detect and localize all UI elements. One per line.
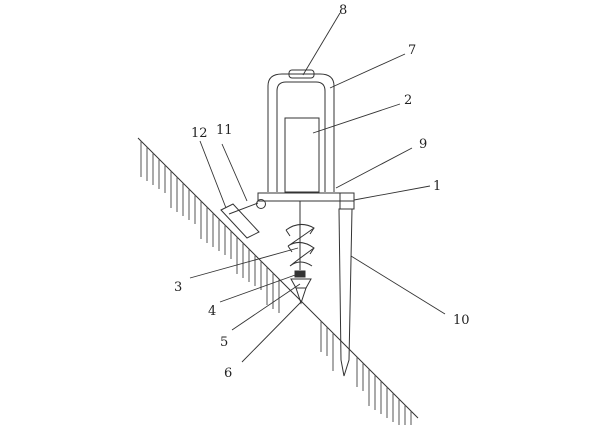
leader-lines xyxy=(189,12,446,363)
leader-10 xyxy=(350,255,446,315)
leader-3 xyxy=(189,247,299,279)
flight-edges xyxy=(285,227,315,255)
support-rod xyxy=(338,208,353,377)
label-10: 10 xyxy=(453,313,470,328)
leader-1 xyxy=(353,185,431,201)
bracket-plate xyxy=(220,203,260,239)
leader-12 xyxy=(199,140,227,209)
connector xyxy=(294,270,306,278)
part-labels: 8 7 2 9 1 11 12 3 4 5 6 10 xyxy=(174,3,470,381)
leader-6 xyxy=(241,301,302,363)
leader-11 xyxy=(221,143,248,202)
label-12: 12 xyxy=(191,126,208,141)
slope-surface-line xyxy=(137,137,419,419)
slope-hatching xyxy=(140,141,412,425)
leader-4 xyxy=(219,273,299,303)
motor-body xyxy=(284,117,320,193)
hinge-bracket xyxy=(220,199,266,239)
tip-point xyxy=(295,287,307,305)
label-1: 1 xyxy=(433,179,441,194)
auger xyxy=(285,201,315,270)
helical-flight xyxy=(285,224,315,267)
label-8: 8 xyxy=(339,3,347,18)
tip-collar xyxy=(290,278,312,289)
handle-frame xyxy=(267,69,335,192)
label-5: 5 xyxy=(220,335,228,350)
label-11: 11 xyxy=(216,123,233,138)
leader-5 xyxy=(231,283,301,331)
hinge-arm xyxy=(228,202,259,215)
leader-7 xyxy=(329,53,406,89)
ground-slope xyxy=(137,137,419,425)
label-4: 4 xyxy=(208,304,216,319)
frame-inner xyxy=(276,81,326,192)
frame-outer xyxy=(267,73,335,192)
label-3: 3 xyxy=(174,280,182,295)
label-9: 9 xyxy=(419,137,427,152)
label-2: 2 xyxy=(404,93,412,108)
label-6: 6 xyxy=(224,366,232,381)
label-7: 7 xyxy=(408,43,416,58)
handle-grip xyxy=(288,69,315,79)
leader-9 xyxy=(335,147,413,189)
mounting-plate xyxy=(257,192,355,210)
leader-8 xyxy=(302,12,341,76)
leader-2 xyxy=(312,103,401,134)
drill-tip xyxy=(290,278,312,305)
